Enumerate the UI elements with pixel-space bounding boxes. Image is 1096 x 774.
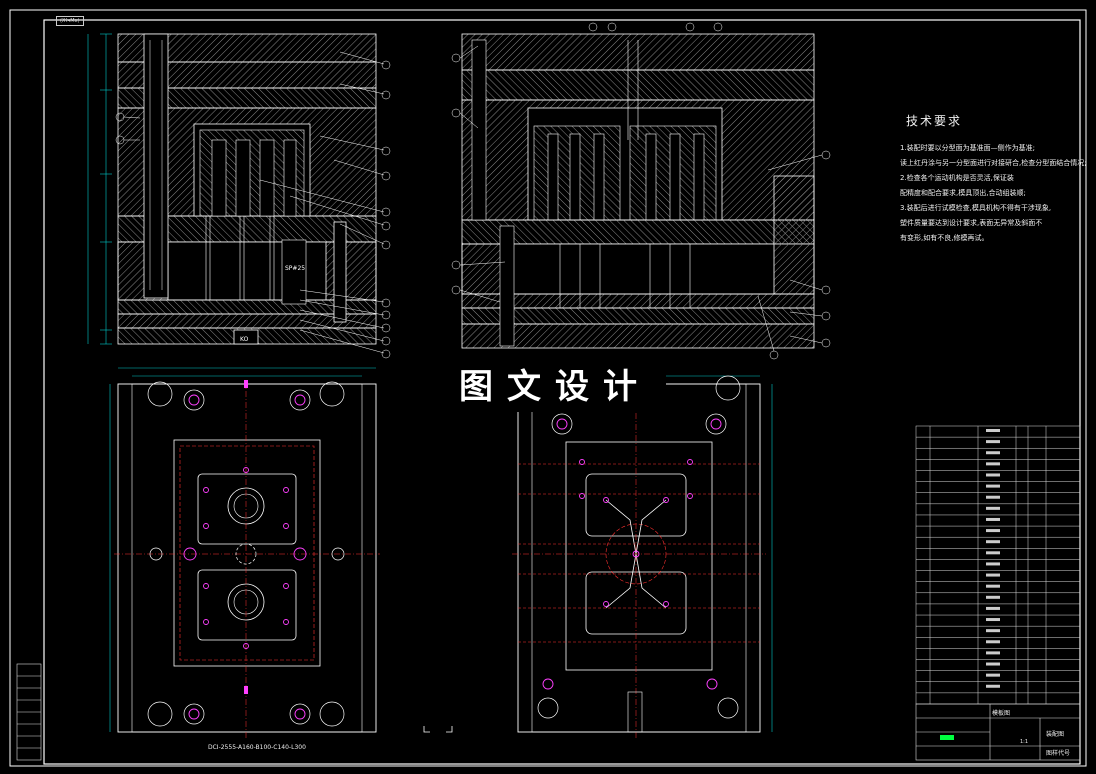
technical-requirements: 技术要求 1.装配时要以分型面为基准面—侧作为基准; 读上红丹涂与另一分型面进行… <box>900 112 1087 248</box>
parts-list-table <box>915 425 1081 705</box>
bom-row-entry <box>986 540 1000 544</box>
bom-row-entry <box>986 473 1000 477</box>
bom-row-entry <box>986 440 1000 444</box>
side-section-view <box>451 22 831 360</box>
watermark-title: 图文设计 <box>444 362 666 412</box>
inner-border <box>43 19 1081 765</box>
bom-row-entry <box>986 584 1000 588</box>
bom-row-entry <box>986 684 1000 688</box>
view-corner-marks <box>423 726 453 733</box>
holes-right <box>542 418 722 690</box>
tech-item: 配精度和配合要求,模具顶出,合动组装顺; <box>900 189 1026 197</box>
side-strip <box>16 663 42 761</box>
bom-row-entry <box>986 606 1000 610</box>
front-section-view: KO SP#25 <box>87 33 391 359</box>
title-block-scale: 1:1 <box>1020 739 1028 745</box>
bom-row-entry <box>986 662 1000 666</box>
holes-left <box>183 394 307 720</box>
bom-row-entry <box>986 651 1000 655</box>
tech-item: 1.装配时要以分型面为基准面—侧作为基准; <box>900 144 1036 152</box>
bom-row-entry <box>986 640 1000 644</box>
bom-row-entry <box>986 517 1000 521</box>
bom-row-entry <box>986 551 1000 555</box>
plan-view-left: DCI-2555-A160-B100-C140-L300 <box>109 367 380 751</box>
tech-title: 技术要求 <box>906 114 963 128</box>
cooling-lines <box>518 463 760 643</box>
title-block <box>915 703 1081 761</box>
bom-row-entry <box>986 506 1000 510</box>
bom-row-entry <box>986 462 1000 466</box>
side-callouts <box>451 22 831 360</box>
bom-row-entry <box>986 484 1000 488</box>
bom-row-entry <box>986 562 1000 566</box>
tech-item: 3.装配后进行试模检查,模具机构不得有干涉现象, <box>900 204 1052 212</box>
outer-border <box>9 9 1087 767</box>
bom-row-entry <box>986 618 1000 622</box>
bom-row-entry <box>986 629 1000 633</box>
title-block-name: 模板图 <box>992 709 1010 717</box>
spring-label: SP#25 <box>285 265 305 272</box>
plan-view-right <box>512 375 773 738</box>
sheet-tag: (ЖчМх) <box>56 16 84 26</box>
tech-item: 读上红丹涂与另一分型面进行对接研合,检查分型面结合情况; <box>900 159 1087 167</box>
bom-row-entry <box>986 451 1000 455</box>
tech-item: 塑件质量要达到设计要求,表面无异常及斜面不 <box>900 219 1043 227</box>
mold-code-label: DCI-2555-A160-B100-C140-L300 <box>208 744 306 751</box>
tech-item: 2.检查各个运动机构是否灵活,保证装 <box>900 174 1014 182</box>
bom-row-entry <box>986 673 1000 677</box>
bom-row-entry <box>986 529 1000 533</box>
bom-row-entry <box>986 573 1000 577</box>
title-block-part-caption: 图样代号 <box>1046 749 1070 757</box>
title-block-drawing-no: 装配图 <box>1046 730 1064 738</box>
bom-row-entry <box>986 595 1000 599</box>
ko-label: KO <box>240 336 249 343</box>
bom-row-entry <box>986 429 1000 432</box>
front-callouts <box>115 51 391 359</box>
bom-row-entry <box>986 495 1000 499</box>
tech-item: 有变形,如有不良,修模再试。 <box>900 234 989 242</box>
